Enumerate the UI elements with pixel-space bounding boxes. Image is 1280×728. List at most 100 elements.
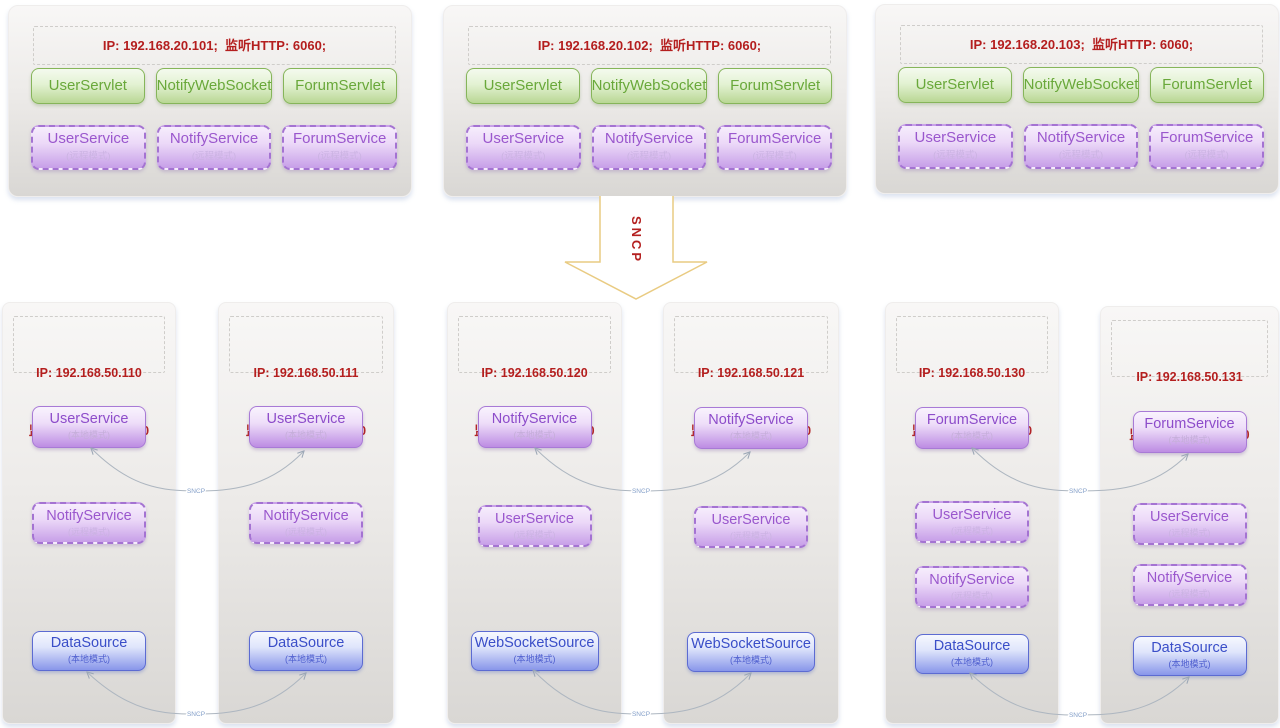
- sncp-node-130: IP: 192.168.50.130 监听SNCP服务: 7070 ForumS…: [885, 302, 1059, 724]
- node-ip-panel: IP: 192.168.50.130 监听SNCP服务: 7070: [896, 316, 1048, 438]
- sncp-link-label: SNCP: [187, 488, 205, 495]
- service-box-notifyservice-remote: NotifyService (远程模式): [1132, 564, 1247, 606]
- service-name: UserService: [495, 511, 574, 527]
- service-box-forumservice-local: ForumService (本地模式): [915, 407, 1029, 449]
- sncp-node-120: IP: 192.168.50.120 监听SNCP服务: 7070 Notify…: [447, 302, 622, 724]
- service-box-notifyservice-local: NotifyService (本地模式): [477, 406, 592, 448]
- source-box-datasource: DataSource (本地模式): [32, 631, 146, 671]
- servlet-row: UserServlet NotifyWebSocket ForumServlet: [898, 67, 1264, 103]
- source-mode: (本地模式): [68, 654, 110, 664]
- node-ip-panel: IP: 192.168.50.131 监听SNCP服务: 7070: [1111, 320, 1268, 442]
- service-name: UserService: [1150, 509, 1229, 525]
- service-name: ForumService: [728, 130, 822, 147]
- service-box-notifyservice-remote: NotifyService (远程模式): [915, 566, 1029, 608]
- service-mode: (远程模式): [730, 531, 772, 541]
- service-name: ForumService: [293, 130, 387, 147]
- service-mode: (本地模式): [68, 430, 110, 440]
- service-name: NotifyService: [708, 412, 794, 428]
- service-box-userservice-remote: UserService (远程模式): [31, 125, 146, 170]
- sncp-link-label: SNCP: [632, 711, 650, 718]
- service-mode: (远程模式): [1058, 150, 1104, 161]
- service-box-userservice-local: UserService (本地模式): [249, 406, 363, 448]
- service-mode: (远程模式): [66, 151, 111, 162]
- servlet-box-forumservlet: ForumServlet: [1150, 67, 1264, 103]
- node-ip-panel: IP: 192.168.50.110 监听SNCP服务: 7070: [13, 316, 165, 438]
- http-server-102: IP: 192.168.20.102; 监听HTTP: 6060; UserSe…: [443, 5, 847, 197]
- service-mode: (远程模式): [68, 527, 110, 537]
- service-mode: (远程模式): [317, 151, 362, 162]
- service-mode: (本地模式): [285, 430, 327, 440]
- servlet-row: UserServlet NotifyWebSocket ForumServlet: [466, 68, 832, 104]
- service-name: NotifyService: [46, 508, 132, 524]
- service-name: NotifyService: [1146, 570, 1233, 586]
- service-box-forumservice-local: ForumService (本地模式): [1132, 411, 1247, 453]
- ip-text: IP: 192.168.20.102; 监听HTTP: 6060;: [537, 38, 762, 53]
- source-name: WebSocketSource: [691, 636, 811, 652]
- service-name: NotifyService: [1036, 129, 1126, 146]
- source-box-datasource: DataSource (本地模式): [1132, 636, 1247, 676]
- sncp-link-label: SNCP: [632, 488, 650, 495]
- ip-line1: IP: 192.168.50.121: [697, 365, 805, 380]
- service-mode: (本地模式): [730, 431, 772, 441]
- ip-line1: IP: 192.168.50.130: [918, 365, 1026, 380]
- source-mode: (本地模式): [1168, 659, 1211, 669]
- service-box-forumservice-remote: ForumService (远程模式): [1149, 124, 1265, 169]
- service-box-notifyservice-remote: NotifyService (远程模式): [156, 125, 272, 170]
- service-mode: (本地模式): [951, 431, 993, 441]
- servlet-box-userservlet: UserServlet: [466, 68, 580, 104]
- remote-service-row: UserService (远程模式) NotifyService (远程模式) …: [31, 125, 398, 170]
- sncp-arrow-label: SNCP: [629, 216, 644, 264]
- service-box-userservice-remote: UserService (远程模式): [466, 125, 581, 170]
- service-name: UserService: [711, 512, 791, 528]
- servlet-box-notifywebsocket: NotifyWebSocket: [155, 68, 273, 104]
- source-mode: (本地模式): [951, 657, 993, 667]
- service-name: NotifyService: [604, 130, 694, 147]
- servlet-box-notifywebsocket: NotifyWebSocket: [1022, 67, 1140, 103]
- service-mode: (远程模式): [1168, 528, 1211, 538]
- service-mode: (远程模式): [191, 151, 237, 162]
- service-mode: (本地模式): [513, 430, 556, 440]
- source-name: DataSource: [933, 638, 1011, 654]
- source-name: DataSource: [1151, 640, 1228, 656]
- servlet-box-forumservlet: ForumServlet: [718, 68, 832, 104]
- source-name: DataSource: [50, 635, 128, 651]
- sncp-link-label: SNCP: [1069, 488, 1087, 495]
- sncp-node-121: IP: 192.168.50.121 监听SNCP服务: 7070 Notify…: [663, 302, 839, 724]
- service-mode: (远程模式): [752, 151, 797, 162]
- service-mode: (远程模式): [626, 151, 672, 162]
- ip-line1: IP: 192.168.50.110: [36, 365, 142, 380]
- ip-text: IP: 192.168.20.101; 监听HTTP: 6060;: [102, 38, 327, 53]
- service-name: NotifyService: [263, 508, 349, 524]
- service-box-userservice-remote: UserService (远程模式): [1132, 503, 1247, 545]
- service-name: ForumService: [1144, 416, 1235, 432]
- source-mode: (本地模式): [285, 654, 327, 664]
- servlet-box-userservlet: UserServlet: [31, 68, 145, 104]
- service-mode: (本地模式): [1168, 435, 1211, 445]
- servlet-box-userservlet: UserServlet: [898, 67, 1012, 103]
- service-name: UserService: [932, 507, 1012, 523]
- servlet-box-forumservlet: ForumServlet: [283, 68, 397, 104]
- server-ip-panel: IP: 192.168.20.101; 监听HTTP: 6060;: [33, 26, 396, 65]
- service-name: UserService: [914, 129, 997, 146]
- remote-service-row: UserService (远程模式) NotifyService (远程模式) …: [466, 125, 833, 170]
- ip-line1: IP: 192.168.50.131: [1136, 369, 1243, 384]
- source-box-websocketsource: WebSocketSource (本地模式): [470, 631, 599, 671]
- sncp-link-label: SNCP: [1069, 712, 1087, 719]
- servlet-row: UserServlet NotifyWebSocket ForumServlet: [31, 68, 397, 104]
- service-mode: (远程模式): [501, 151, 546, 162]
- service-mode: (远程模式): [513, 530, 556, 540]
- service-box-userservice-remote: UserService (远程模式): [694, 506, 808, 548]
- service-name: UserService: [49, 411, 129, 427]
- node-ip-panel: IP: 192.168.50.120 监听SNCP服务: 7070: [458, 316, 611, 438]
- service-box-notifyservice-remote: NotifyService (远程模式): [249, 502, 363, 544]
- source-box-datasource: DataSource (本地模式): [249, 631, 363, 671]
- service-box-notifyservice-remote: NotifyService (远程模式): [32, 502, 146, 544]
- service-box-userservice-local: UserService (本地模式): [32, 406, 146, 448]
- sncp-node-131: IP: 192.168.50.131 监听SNCP服务: 7070 ForumS…: [1100, 306, 1279, 724]
- ip-text: IP: 192.168.20.103; 监听HTTP: 6060;: [969, 37, 1194, 52]
- service-mode: (远程模式): [933, 150, 978, 161]
- server-ip-panel: IP: 192.168.20.103; 监听HTTP: 6060;: [900, 25, 1263, 64]
- service-box-forumservice-remote: ForumService (远程模式): [282, 125, 398, 170]
- service-name: NotifyService: [169, 130, 259, 147]
